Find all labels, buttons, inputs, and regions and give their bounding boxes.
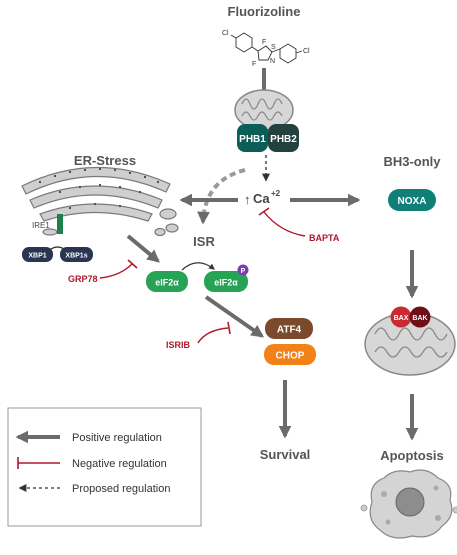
inhibit-bapta [263,211,306,237]
atf4-box [265,318,313,339]
xbp1s-box [60,247,93,262]
survival-label: Survival [260,447,311,462]
molecule-f-bottom: F [252,61,256,68]
legend-box [7,407,202,527]
inhibit-isrib-bar [227,321,231,335]
eif2a-p-box [204,271,248,292]
eif2a-box [146,271,188,292]
phospho-label: P [241,268,246,275]
title-fluorizoline: Fluorizoline [228,4,301,19]
bapta-label: BAPTA [309,233,340,243]
noxa-label: NOXA [398,196,427,207]
mitochondrion-right [364,312,456,376]
chop-box [264,344,316,365]
atf4-label: ATF4 [277,325,302,336]
legend-positive-label: Positive regulation [72,432,162,444]
molecule-cl-right: Cl [303,48,310,55]
legend-negative-label: Negative regulation [72,458,167,470]
phb2-box [268,124,299,152]
er-stress-label: ER-Stress [74,153,136,168]
noxa-box [388,189,436,211]
ribosome-dots [38,167,160,210]
ca-charge: +2 [271,189,281,198]
er-illustration [21,166,179,237]
bak-circle [409,306,431,328]
bh3-only-label: BH3-only [383,154,441,169]
apoptosis-label: Apoptosis [380,448,444,463]
phb2-label: PHB2 [270,134,297,145]
ca-up-arrow: ↑ [244,192,251,207]
legend-proposed-label: Proposed regulation [72,483,170,495]
apoptotic-cell [360,469,457,539]
phb1-box [237,124,268,152]
isr-label: ISR [193,234,215,249]
arrow-er-to-eif2a [126,234,160,263]
phospho-badge [237,264,249,276]
isrib-label: ISRIB [166,340,191,350]
arrow-eif2a-to-atf4 [204,295,265,338]
phosphorylation-arrow [181,262,215,271]
inhibit-grp78 [99,263,133,279]
chop-label: CHOP [276,351,305,362]
ca-label: Ca [253,191,270,206]
grp78-label: GRP78 [68,274,98,284]
molecule-s: S [271,44,276,51]
eif2a-label: eIF2α [155,278,179,288]
inhibit-bapta-bar [258,207,270,216]
xbp1s-label: XBP1s [65,253,87,260]
phb1-label: PHB1 [239,134,266,145]
bax-circle [390,306,412,328]
dashed-curve-to-isr [197,168,246,225]
ire1-marker [57,214,63,234]
bak-label: BAK [412,315,427,322]
fluorizoline-molecule [230,32,303,64]
inhibit-isrib [197,327,229,344]
molecule-n: N [270,58,275,65]
ire1-label: IRE1 [32,221,50,230]
eif2a-p-label: eIF2α [214,278,238,288]
bax-label: BAX [394,315,409,322]
inhibit-grp78-bar [127,259,138,269]
xbp1-box [22,247,53,262]
molecule-f-top: F [262,39,266,46]
xbp1-label: XBP1 [28,253,46,260]
molecule-cl-left: Cl [222,30,229,37]
